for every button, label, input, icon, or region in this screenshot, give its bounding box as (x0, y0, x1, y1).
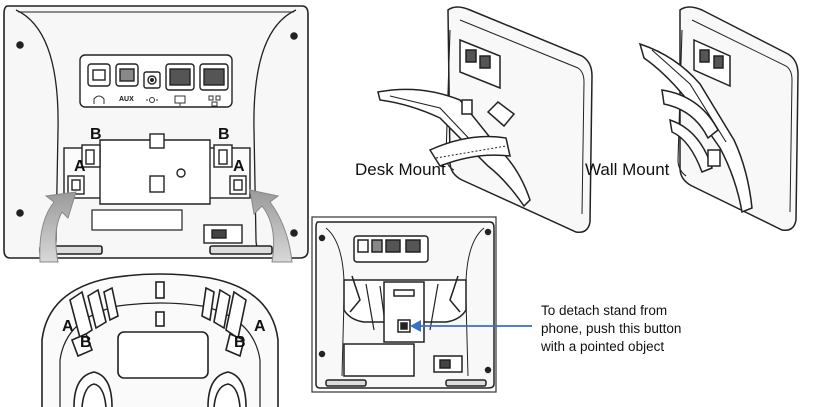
marker-b-stand-right: B (234, 334, 246, 351)
network-icon (208, 95, 221, 107)
left-insert-arrow (39, 191, 77, 263)
detach-detail-panel (311, 216, 497, 393)
marker-a-left: A (74, 158, 86, 175)
marker-b-right: B (218, 126, 230, 143)
marker-a-stand-right: A (254, 318, 266, 335)
desk-mount-panel (377, 6, 593, 234)
marker-a-stand-left: A (62, 318, 74, 335)
wall-mount-panel (638, 6, 799, 232)
headset-icon (93, 95, 105, 104)
headset-port (87, 63, 111, 87)
aux-port (115, 63, 139, 87)
power-icon (146, 97, 158, 103)
aux-port-label: AUX (119, 96, 134, 103)
detach-instruction-line: with a pointed object (541, 339, 665, 354)
insert-arrows (39, 189, 293, 263)
port-strip (79, 54, 233, 108)
detach-instruction: To detach stand from phone, push this bu… (541, 302, 721, 356)
network-port (199, 63, 229, 91)
pc-port (165, 63, 195, 91)
right-insert-arrow (249, 189, 293, 263)
pc-icon (174, 95, 186, 106)
detach-instruction-line: To detach stand from (541, 303, 668, 318)
detached-stand-panel (41, 273, 279, 407)
stand-plate (63, 133, 251, 244)
marker-b-stand-left: B (80, 334, 92, 351)
marker-b-left: B (90, 126, 102, 143)
marker-a-right: A (233, 158, 245, 175)
port-icon-row (93, 95, 221, 107)
wall-mount-caption: Wall Mount (585, 160, 670, 179)
callout-arrow (410, 320, 532, 332)
power-port (143, 71, 161, 89)
desk-mount-caption: Desk Mount (355, 160, 446, 179)
detach-instruction-line: phone, push this button (541, 321, 682, 336)
